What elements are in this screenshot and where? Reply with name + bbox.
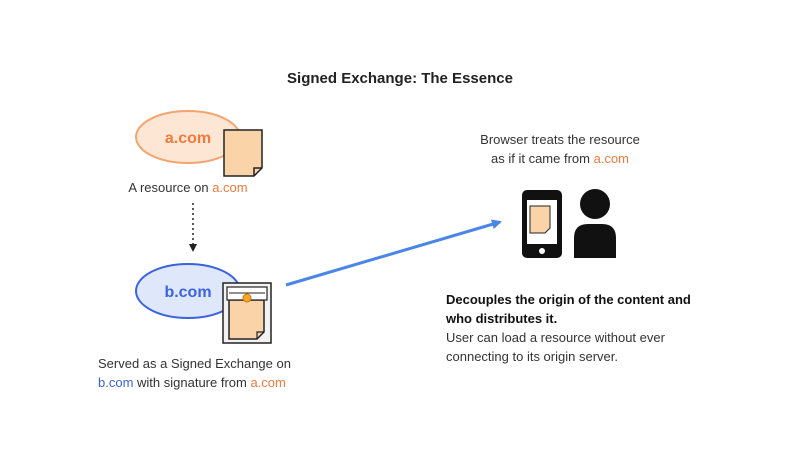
browser-caption-line2: as if it came from a.com xyxy=(450,149,670,168)
delivery-arrow xyxy=(285,219,502,287)
browser-caption-prefix: as if it came from xyxy=(491,151,594,166)
browser-caption: Browser treats the resource as if it cam… xyxy=(450,130,670,168)
distributor-caption-origin: a.com xyxy=(250,375,286,390)
origin-caption-domain: a.com xyxy=(212,180,248,195)
browser-caption-line1: Browser treats the resource xyxy=(480,132,640,147)
distributor-caption: Served as a Signed Exchange on b.com wit… xyxy=(98,354,291,392)
summary-heading-line2: who distributes it. xyxy=(446,311,558,326)
distributor-domain-label: b.com xyxy=(164,284,211,301)
smartphone-icon xyxy=(522,190,562,258)
summary-body-line2: connecting to its origin server. xyxy=(446,349,618,364)
summary-body-line1: User can load a resource without ever xyxy=(446,330,665,345)
distributor-caption-middle: with signature from xyxy=(133,375,251,390)
signed-exchange-package-icon xyxy=(222,282,272,344)
origin-caption-text: A resource on xyxy=(128,180,213,195)
origin-caption: A resource on a.com xyxy=(88,178,288,197)
user-icon xyxy=(574,189,616,258)
distributor-caption-domain: b.com xyxy=(98,375,134,390)
diagram-title: Signed Exchange: The Essence xyxy=(287,70,513,87)
distributor-caption-line2: b.com with signature from a.com xyxy=(98,373,291,392)
distributor-caption-line1: Served as a Signed Exchange on xyxy=(98,356,291,371)
summary-heading-line1: Decouples the origin of the content and xyxy=(446,292,691,307)
document-icon xyxy=(223,129,263,177)
browser-caption-domain: a.com xyxy=(593,151,629,166)
summary-block: Decouples the origin of the content and … xyxy=(446,290,691,366)
origin-domain-label: a.com xyxy=(165,130,211,147)
